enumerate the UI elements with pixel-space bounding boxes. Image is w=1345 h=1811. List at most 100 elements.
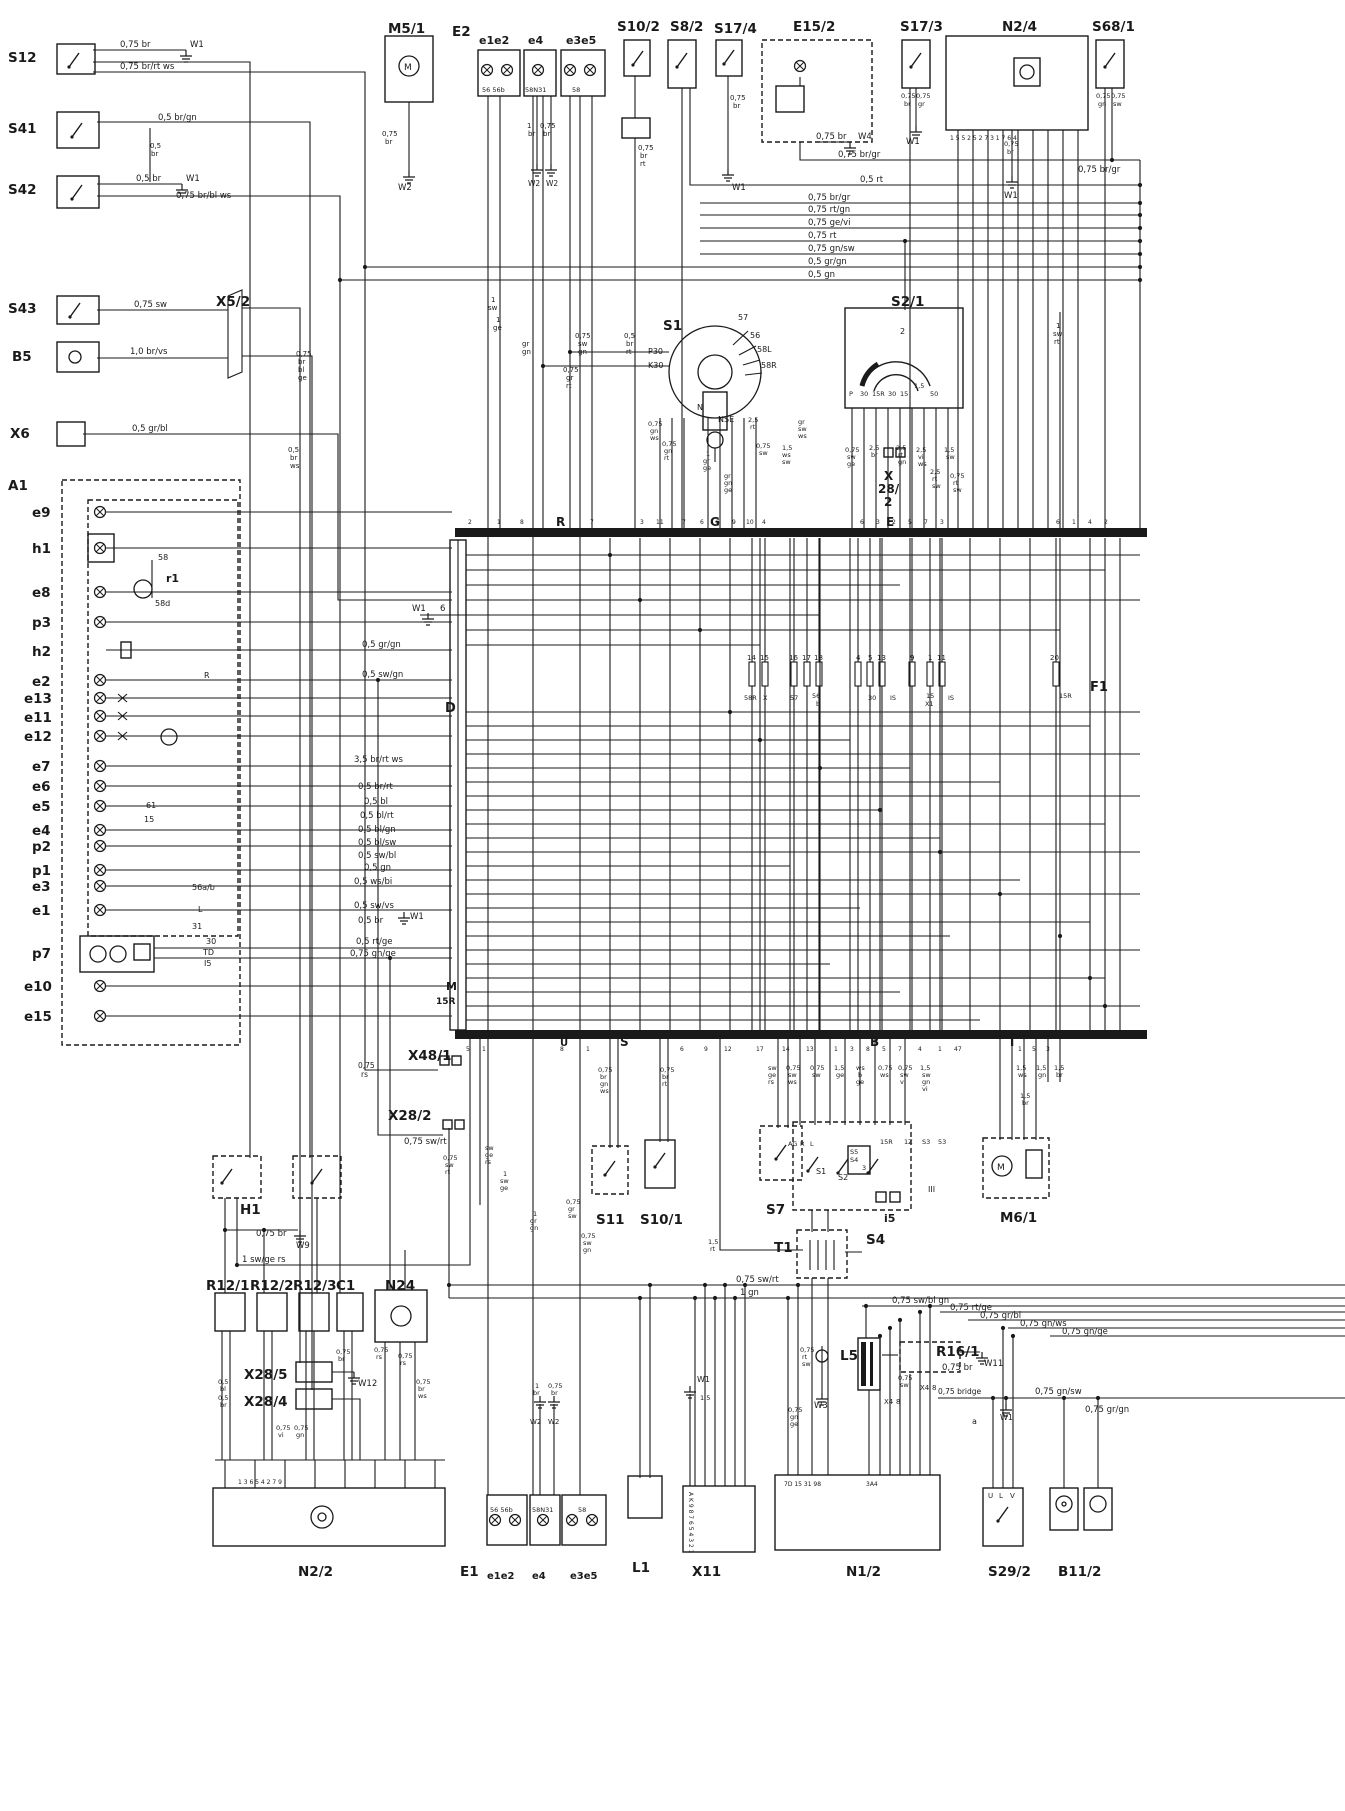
component-label: X28/5 (244, 1367, 288, 1383)
component-label: R16/1 (936, 1344, 980, 1360)
wire-label: 0,75 (898, 1374, 912, 1382)
component-label: S1 (663, 318, 682, 334)
component-label: U (560, 1038, 568, 1049)
component-label: F1 (1090, 680, 1108, 695)
component-label: T1 (774, 1240, 793, 1256)
component-label: X (884, 469, 894, 483)
wire-label: I5 (204, 959, 211, 968)
wire-label: gn (922, 1078, 930, 1086)
wire-label: 0,5 gn (808, 270, 835, 280)
switch-icon (70, 135, 74, 139)
junction-dot (1010, 1333, 1016, 1339)
junction-dot (897, 1317, 903, 1323)
component-label: B5 (12, 349, 32, 365)
wire-label: 6 (440, 604, 445, 614)
wire-label: 0,75 gn/ge (350, 949, 396, 959)
wire-label: 0,5 (150, 142, 161, 150)
wire-label: 15 (926, 692, 934, 700)
lamp-icon (93, 903, 107, 917)
wire-label: 30 (888, 390, 896, 398)
junction-dot (1000, 1325, 1006, 1331)
wire-label: 8 (520, 519, 524, 526)
wire-label: 0,75 br (256, 1229, 287, 1239)
component-label: B (870, 1035, 879, 1049)
wire-label: 0,75 (548, 1382, 562, 1390)
wire-label: 8 (896, 1398, 900, 1406)
wire-label: 0,75 (336, 1348, 350, 1356)
wire-label: W1 (410, 912, 424, 922)
wire-label: sw (485, 1144, 494, 1152)
ground-icon (548, 1396, 560, 1409)
wire-label: 1 (834, 1046, 838, 1053)
wire-label: br (1007, 148, 1014, 156)
wire-label: 1 (928, 654, 932, 662)
wire-label: ws (798, 432, 807, 440)
wire-label: 0,75 (563, 366, 579, 374)
wire-label: ws (418, 1392, 427, 1400)
wire-label: rt (640, 160, 646, 168)
wire-label: rt (953, 479, 959, 487)
ground-icon (403, 171, 415, 184)
ground-icon (294, 1230, 306, 1243)
lamp-icon (793, 59, 807, 73)
circle-symbol (1089, 1495, 1107, 1513)
switch-icon (837, 1158, 849, 1174)
wire-label: 3 (640, 519, 644, 526)
lamp-icon (93, 1009, 107, 1023)
wire-label: 1 (527, 122, 531, 130)
wire-label: P (849, 390, 853, 398)
wire-label: 0,5 gr/gn (362, 640, 401, 650)
component-label: E1 (460, 1564, 479, 1580)
wire-label: 6 (680, 1046, 684, 1053)
component-label: S41 (8, 121, 37, 137)
junction-dot (1137, 277, 1143, 283)
wire-label: W2 (546, 179, 558, 188)
wire-label: 1 (496, 316, 500, 324)
wire-label: 0,75 (374, 1346, 388, 1354)
lamp-icon (585, 65, 595, 75)
junction-dot (785, 1295, 791, 1301)
wire-label: 8 (932, 1384, 936, 1392)
junction-dot (863, 1303, 869, 1309)
component-label: p7 (32, 946, 51, 962)
wire-label: 15R (880, 1138, 893, 1146)
wire-label: 4 (1088, 519, 1092, 526)
component-box (1095, 39, 1125, 89)
wire-label: 0,75 (810, 1064, 824, 1072)
component-box (627, 1475, 663, 1519)
component-box (561, 1494, 607, 1546)
switch-icon (997, 1506, 1009, 1522)
switch-icon (69, 302, 81, 318)
junction-dot (1137, 238, 1143, 244)
wire-label: 0,5 (218, 1378, 228, 1386)
wire-label: ws (1018, 1071, 1027, 1079)
component-box (384, 35, 434, 103)
switch-icon (996, 1519, 1000, 1523)
component-label: S42 (8, 182, 37, 198)
component-box (56, 43, 96, 75)
wire-label: 0,75 br/gr (1078, 165, 1121, 175)
ground-icon (722, 169, 734, 182)
component-box (477, 49, 521, 97)
lamp-icon (93, 779, 107, 793)
wire-label: 57 (738, 313, 748, 322)
wire (719, 1039, 803, 1251)
lamp-icon (95, 781, 105, 791)
component-label: S29/2 (988, 1564, 1031, 1580)
wire-label: 1,5 (1054, 1064, 1064, 1072)
wire-label: 56 56b (490, 1506, 513, 1514)
switch-icon (775, 1144, 787, 1160)
wire-label: 0,75 ge/vi (808, 218, 851, 228)
switch-icon (604, 1160, 616, 1176)
wire-label: rt (710, 1245, 716, 1253)
wire-label: 1 3 6 5 4 2 7 9 (238, 1479, 282, 1486)
ground-icon (531, 164, 543, 177)
wire-label: 0,75 (296, 350, 312, 358)
wire-label: sw (583, 1239, 592, 1247)
wire-label: 58R (744, 694, 757, 702)
wire-label: X1 (925, 700, 934, 708)
junction-dot (757, 737, 763, 743)
wire-label: S1 (816, 1167, 826, 1176)
wire-label: rt (566, 382, 572, 390)
wire-label: 16 (789, 654, 798, 662)
